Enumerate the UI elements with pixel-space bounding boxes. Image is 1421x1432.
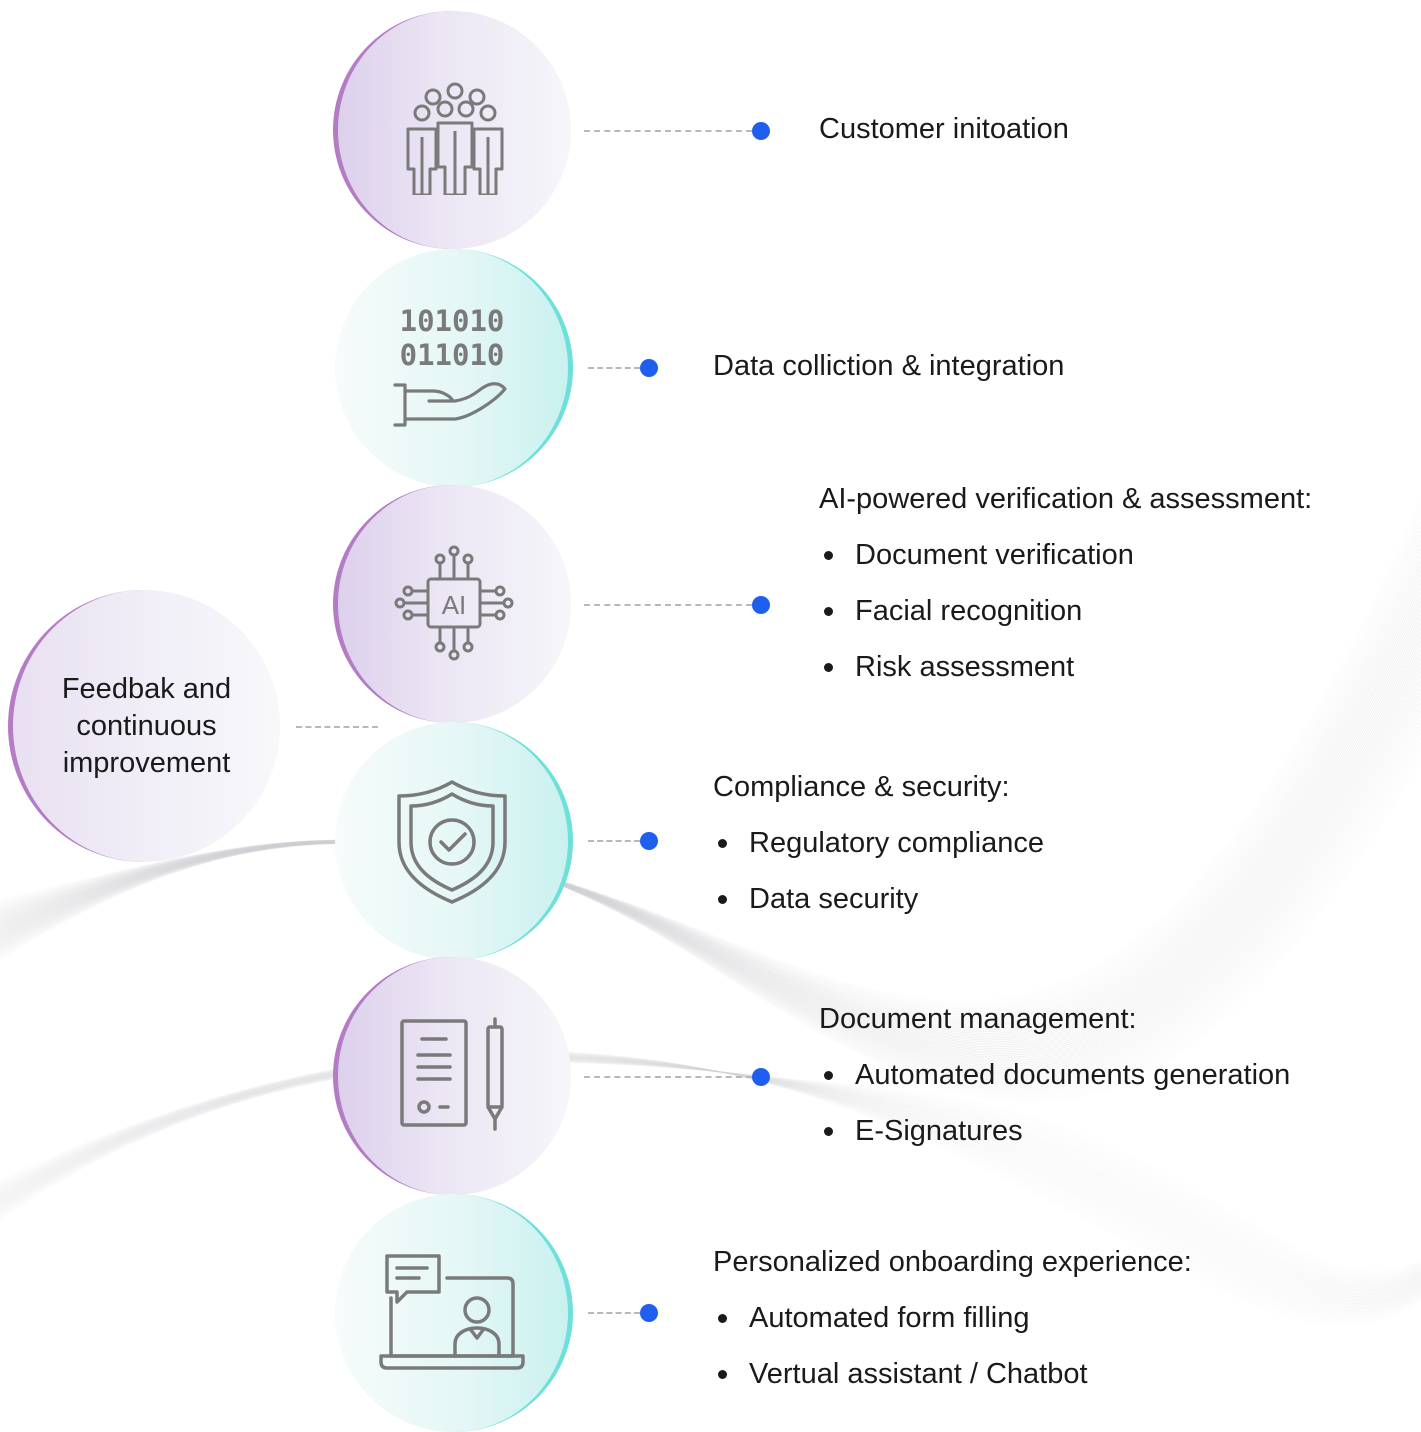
step-1-circle [333,11,571,249]
step-5-label: Document management: Automated documents… [819,991,1290,1159]
step-3-bullets: Document verification Facial recognition… [819,527,1312,695]
step-5-circle [333,957,571,1195]
document-pen-icon [399,1017,504,1131]
feedback-label: Feedbak and continuous improvement [61,672,232,779]
step-4-connector [588,840,640,842]
step-3-bullet: Document verification [819,527,1312,583]
step-3-connector [584,604,752,606]
step-1-heading: Customer initoation [819,113,1069,145]
step-6-bullets: Automated form filling Vertual assistant… [713,1290,1192,1402]
step-3-heading: AI-powered verification & assessment: [819,483,1313,515]
step-4-dot [640,832,658,850]
step-6-connector [588,1312,640,1314]
step-6-bullet: Vertual assistant / Chatbot [713,1346,1192,1402]
step-5-connector [584,1076,752,1078]
step-4-bullet: Data security [713,871,1044,927]
step-4-circle [335,722,573,960]
step-6-label: Personalized onboarding experience: Auto… [713,1234,1192,1402]
binary-text-line-2: 011010 [399,338,504,372]
step-4-heading: Compliance & security: [713,771,1010,803]
step-4-label: Compliance & security: Regulatory compli… [713,759,1044,927]
step-6-circle [335,1194,573,1432]
laptop-chat-icon [378,1254,525,1370]
feedback-circle: Feedbak and continuous improvement [8,590,280,862]
step-4-bullet: Regulatory compliance [713,815,1044,871]
step-5-dot [752,1068,770,1086]
step-6-dot [640,1304,658,1322]
step-2-connector [588,367,640,369]
step-3-bullet: Facial recognition [819,583,1312,639]
step-5-bullet: E-Signatures [819,1103,1290,1159]
step-3-label: AI-powered verification & assessment: Do… [819,471,1312,695]
binary-text-line-1: 101010 [399,304,504,338]
step-4-bullets: Regulatory compliance Data security [713,815,1044,927]
binary-hand-icon: 101010 011010 [392,304,507,427]
step-6-bullet: Automated form filling [713,1290,1192,1346]
feedback-connector [296,726,378,728]
step-6-heading: Personalized onboarding experience: [713,1246,1192,1278]
team-icon [406,82,503,195]
step-1-label: Customer initoation [819,101,1069,157]
step-2-dot [640,359,658,377]
shield-check-icon [396,780,507,904]
ai-chip-text: AI [441,590,466,620]
step-5-bullet: Automated documents generation [819,1047,1290,1103]
step-3-bullet: Risk assessment [819,639,1312,695]
step-2-label: Data colliction & integration [713,338,1064,394]
step-5-bullets: Automated documents generation E-Signatu… [819,1047,1290,1159]
step-1-dot [752,122,770,140]
step-1-connector [584,130,752,132]
step-3-circle: AI [333,485,571,723]
ai-chip-icon: AI [394,545,513,661]
step-2-heading: Data colliction & integration [713,350,1065,382]
wave-lines [0,499,1421,1327]
step-2-circle: 101010 011010 [335,249,573,487]
step-5-heading: Document management: [819,1003,1137,1035]
step-3-dot [752,596,770,614]
